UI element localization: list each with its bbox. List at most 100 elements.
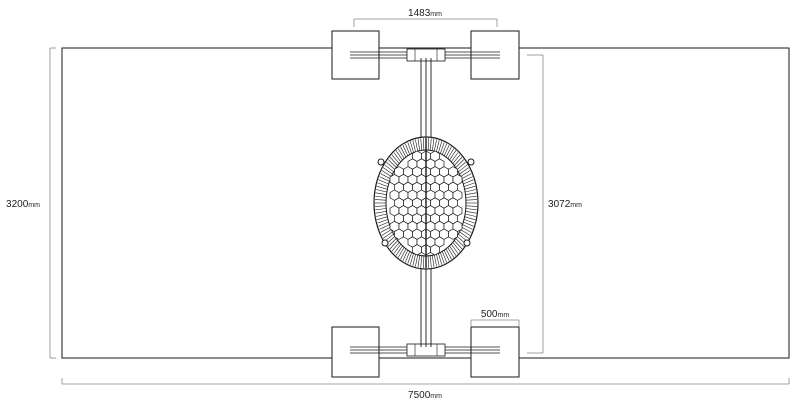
fringe-stroke bbox=[381, 229, 392, 236]
fringe-stroke bbox=[420, 138, 423, 151]
fringe-stroke bbox=[423, 138, 425, 151]
fringe-stroke bbox=[423, 255, 425, 268]
fringe-stroke bbox=[383, 231, 393, 239]
fringe-stroke bbox=[465, 199, 477, 201]
fringe-stroke bbox=[455, 159, 465, 168]
fringe-stroke bbox=[393, 244, 402, 254]
dim-leg-spacing-unit: mm bbox=[430, 11, 442, 18]
fringe-stroke bbox=[440, 252, 445, 264]
hex-cell bbox=[412, 244, 422, 256]
fringe-stroke bbox=[465, 213, 476, 217]
fringe-stroke bbox=[376, 189, 387, 193]
ornament-fringe bbox=[375, 138, 477, 268]
fringe-stroke bbox=[438, 253, 443, 265]
fringe-stroke bbox=[445, 146, 452, 158]
fringe-stroke bbox=[402, 250, 409, 262]
fringe-stroke bbox=[417, 138, 420, 151]
fringe-stroke bbox=[395, 245, 403, 256]
fringe-stroke bbox=[461, 226, 472, 233]
fringe-stroke bbox=[393, 152, 402, 162]
fringe-stroke bbox=[375, 211, 387, 214]
ornament-knob bbox=[463, 239, 471, 247]
fringe-stroke bbox=[375, 195, 387, 198]
fringe-stroke bbox=[376, 216, 388, 221]
fringe-stroke bbox=[407, 142, 412, 154]
fringe-stroke bbox=[432, 255, 435, 268]
fringe-stroke bbox=[436, 140, 440, 152]
dim-overall-width-unit: mm bbox=[430, 393, 442, 400]
fringe-stroke bbox=[386, 161, 396, 170]
fringe-stroke bbox=[455, 238, 465, 247]
fringe-stroke bbox=[464, 216, 476, 221]
fringe-stroke bbox=[402, 144, 409, 156]
fringe-stroke bbox=[376, 213, 387, 217]
fringe-stroke bbox=[383, 167, 393, 175]
top-leg-assembly bbox=[331, 30, 520, 80]
fringe-stroke bbox=[380, 173, 391, 180]
fringe-stroke bbox=[434, 139, 437, 152]
dim-leg-spacing-value: 1483 bbox=[408, 8, 431, 19]
fringe-stroke bbox=[452, 242, 461, 252]
fringe-stroke bbox=[465, 195, 477, 198]
fringe-stroke bbox=[432, 138, 435, 151]
fringe-stroke bbox=[407, 252, 412, 264]
fringe-stroke bbox=[415, 254, 418, 267]
fringe-stroke bbox=[415, 139, 418, 152]
fringe-stroke bbox=[400, 248, 407, 260]
fringe-stroke bbox=[427, 255, 429, 268]
fringe-stroke bbox=[376, 185, 388, 190]
fringe-stroke bbox=[465, 205, 477, 207]
fringe-stroke bbox=[465, 211, 477, 214]
fringe-stroke bbox=[443, 144, 450, 156]
dim-leg-block-unit: mm bbox=[498, 312, 510, 319]
fringe-stroke bbox=[397, 148, 405, 159]
fringe-stroke bbox=[465, 192, 477, 195]
fringe-stroke bbox=[465, 208, 477, 211]
svg-text:3072mm: 3072mm bbox=[548, 199, 582, 210]
dim-overall-depth: 3200mm bbox=[6, 47, 56, 359]
fringe-stroke bbox=[377, 219, 389, 224]
fringe-stroke bbox=[389, 240, 398, 250]
dim-overall-width-value: 7500 bbox=[408, 390, 431, 401]
fringe-stroke bbox=[463, 219, 475, 224]
fringe-stroke bbox=[442, 251, 447, 263]
ornament-knob bbox=[377, 158, 385, 166]
fringe-stroke bbox=[379, 224, 390, 230]
fringe-stroke bbox=[378, 221, 389, 227]
fringe-stroke bbox=[381, 170, 392, 177]
hex-cell bbox=[448, 228, 458, 240]
fringe-stroke bbox=[387, 159, 397, 168]
fringe-stroke bbox=[452, 154, 461, 164]
svg-text:500mm: 500mm bbox=[481, 309, 510, 320]
leg-block-bottom-right bbox=[470, 326, 520, 378]
fringe-stroke bbox=[436, 254, 440, 266]
bottom-leg-assembly bbox=[331, 326, 520, 378]
leg-block-bottom-left bbox=[331, 326, 380, 378]
dim-leg-span-unit: mm bbox=[570, 202, 582, 209]
fringe-stroke bbox=[378, 179, 389, 185]
svg-text:1483mm: 1483mm bbox=[408, 8, 442, 19]
fringe-stroke bbox=[434, 254, 437, 267]
fringe-stroke bbox=[454, 156, 463, 166]
ornament-knob bbox=[467, 158, 475, 166]
fringe-stroke bbox=[391, 242, 400, 252]
fringe-stroke bbox=[400, 146, 407, 158]
fringe-stroke bbox=[465, 189, 476, 193]
fringe-stroke bbox=[450, 244, 459, 254]
fringe-stroke bbox=[429, 138, 432, 151]
fringe-stroke bbox=[458, 164, 468, 173]
fringe-stroke bbox=[463, 221, 474, 227]
fringe-stroke bbox=[456, 161, 466, 170]
fringe-stroke bbox=[395, 150, 403, 161]
fringe-stroke bbox=[412, 140, 416, 152]
fringe-stroke bbox=[462, 176, 473, 182]
fringe-stroke bbox=[375, 199, 387, 201]
ornament-knob bbox=[381, 239, 389, 247]
fringe-stroke bbox=[387, 238, 397, 247]
fringe-stroke bbox=[380, 226, 391, 233]
fringe-stroke bbox=[442, 143, 447, 155]
hex-cell bbox=[430, 244, 440, 256]
dim-leg-block-value: 500 bbox=[481, 309, 498, 320]
hex-cell bbox=[394, 228, 404, 240]
